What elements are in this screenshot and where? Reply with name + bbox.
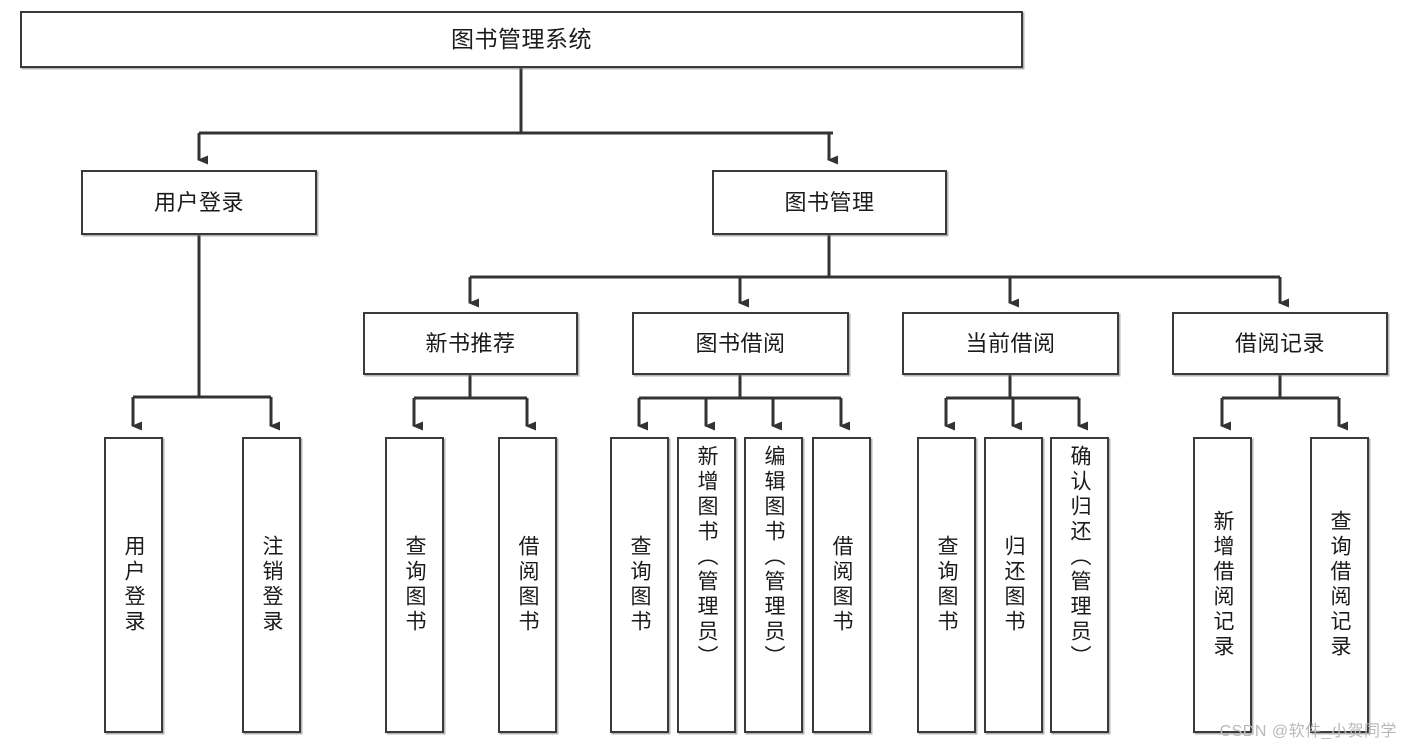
node-label: 用户登录 <box>153 189 244 215</box>
node-leaf-query-book-recommend[interactable]: 查询图书 <box>385 437 444 733</box>
node-label: 图书管理系统 <box>451 26 592 53</box>
node-label: 查询图书 <box>628 535 651 635</box>
node-leaf-borrow-book-recommend[interactable]: 借阅图书 <box>498 437 557 733</box>
node-label: 当前借阅 <box>965 330 1056 356</box>
node-leaf-borrow-book[interactable]: 借阅图书 <box>812 437 871 733</box>
node-label: 借阅图书 <box>516 535 539 635</box>
node-new-book-recommend[interactable]: 新书推荐 <box>363 312 578 375</box>
node-label: 借阅记录 <box>1234 330 1325 356</box>
node-label: 新增借阅记录 <box>1211 510 1234 660</box>
node-label: 图书借阅 <box>695 330 786 356</box>
node-label: 编辑图书（管理员） <box>762 445 785 670</box>
node-user-login[interactable]: 用户登录 <box>81 170 317 235</box>
node-label: 借阅图书 <box>830 535 853 635</box>
node-label: 查询图书 <box>935 535 958 635</box>
node-label: 新增图书（管理员） <box>695 445 718 670</box>
node-label: 查询借阅记录 <box>1328 510 1351 660</box>
node-leaf-user-login[interactable]: 用户登录 <box>104 437 163 733</box>
watermark-text: CSDN @软件_小贺同学 <box>1219 723 1397 740</box>
node-label: 确认归还（管理员） <box>1068 445 1091 670</box>
node-leaf-add-borrow-record[interactable]: 新增借阅记录 <box>1193 437 1252 733</box>
node-leaf-confirm-return-admin[interactable]: 确认归还（管理员） <box>1050 437 1109 733</box>
node-root-book-management-system[interactable]: 图书管理系统 <box>20 11 1023 68</box>
node-book-management[interactable]: 图书管理 <box>712 170 947 235</box>
node-leaf-query-borrow-record[interactable]: 查询借阅记录 <box>1310 437 1369 733</box>
node-label: 归还图书 <box>1002 535 1025 635</box>
node-current-borrow[interactable]: 当前借阅 <box>902 312 1119 375</box>
node-label: 图书管理 <box>784 189 875 215</box>
node-leaf-query-book-borrow[interactable]: 查询图书 <box>610 437 669 733</box>
node-label: 查询图书 <box>403 535 426 635</box>
node-book-borrow[interactable]: 图书借阅 <box>632 312 849 375</box>
node-leaf-return-book[interactable]: 归还图书 <box>984 437 1043 733</box>
node-leaf-query-book-current[interactable]: 查询图书 <box>917 437 976 733</box>
node-label: 用户登录 <box>122 535 145 635</box>
node-leaf-logout[interactable]: 注销登录 <box>242 437 301 733</box>
node-leaf-edit-book-admin[interactable]: 编辑图书（管理员） <box>744 437 803 733</box>
node-label: 新书推荐 <box>425 330 516 356</box>
node-borrow-record[interactable]: 借阅记录 <box>1172 312 1388 375</box>
node-leaf-add-book-admin[interactable]: 新增图书（管理员） <box>677 437 736 733</box>
node-label: 注销登录 <box>260 535 283 635</box>
